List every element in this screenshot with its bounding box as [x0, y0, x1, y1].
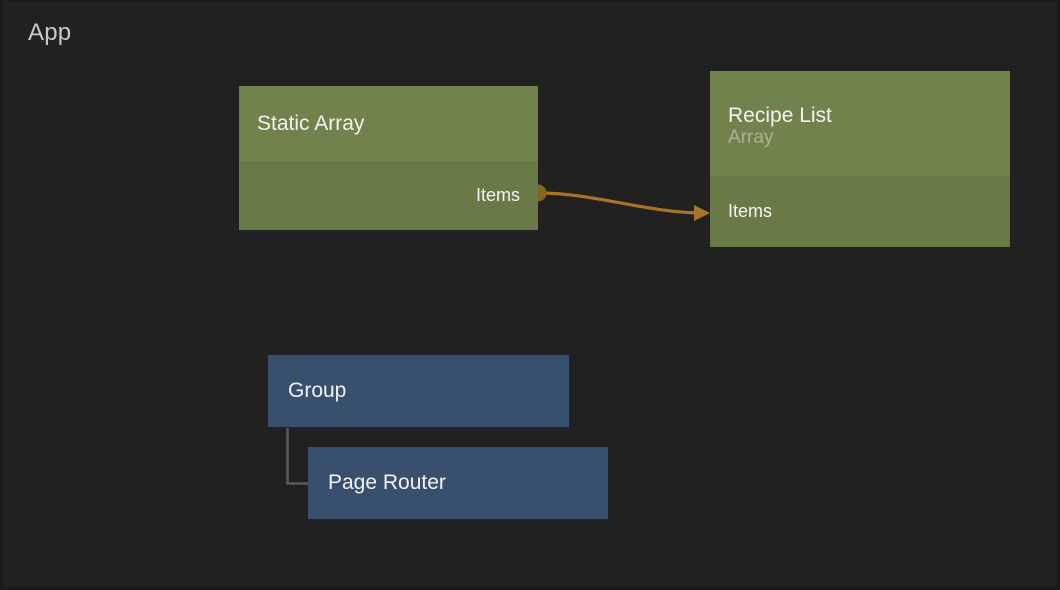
port-label-items-out[interactable]: Items	[475, 185, 520, 205]
edge-static-array-items-to-recipe-list-items[interactable]	[529, 184, 711, 222]
node-subtitle: Array	[728, 127, 774, 149]
edge-path	[286, 428, 309, 485]
port-label-items-in[interactable]: Items	[728, 201, 773, 221]
node-header[interactable]: Static Array	[239, 86, 538, 161]
node-body[interactable]: Items	[239, 161, 538, 230]
node-group[interactable]: Group	[268, 355, 569, 427]
node-page-router[interactable]: Page Router	[308, 447, 608, 519]
node-title: Page Router	[328, 471, 446, 495]
node-static-array[interactable]: Static Array Items	[239, 86, 538, 230]
node-header[interactable]: Recipe List Array	[710, 71, 1010, 176]
node-title: Recipe List	[728, 103, 832, 127]
node-recipe-list[interactable]: Recipe List Array Items	[710, 71, 1010, 247]
page-title: App	[28, 19, 72, 46]
node-body[interactable]: Items	[710, 176, 1010, 247]
node-title: Static Array	[257, 111, 365, 135]
node-title: Group	[288, 379, 347, 403]
edge-group-to-page-router[interactable]	[286, 428, 310, 485]
edge-arrowhead-icon	[694, 205, 710, 221]
edge-path	[538, 191, 705, 215]
